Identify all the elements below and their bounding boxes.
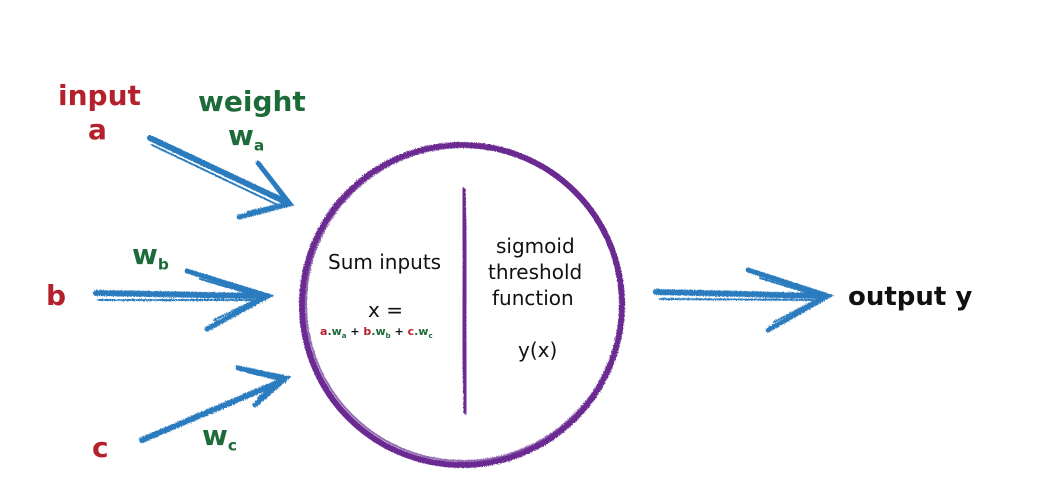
- weight-heading: weight: [198, 85, 306, 118]
- weight-b-label: wb: [132, 241, 169, 273]
- formula-a: a: [320, 325, 328, 338]
- arrow-input-a: [147, 135, 295, 220]
- weight-b-letter: w: [132, 238, 158, 271]
- formula-wa: .w: [327, 325, 342, 338]
- sum-inputs-title: Sum inputs: [328, 250, 442, 274]
- sigmoid-line-1: sigmoid: [496, 234, 575, 258]
- formula-c: c: [407, 325, 415, 338]
- weight-c-subscript: c: [227, 436, 237, 455]
- formula-sub-a: a: [341, 332, 347, 340]
- formula-wc: .w: [414, 325, 429, 338]
- weight-c-letter: w: [202, 419, 228, 452]
- formula-wb: .w: [371, 325, 386, 338]
- formula-plus-2: +: [394, 325, 404, 338]
- sigmoid-line-3: function: [492, 286, 574, 310]
- formula-sub-c: c: [428, 332, 433, 340]
- weight-a-subscript: a: [253, 136, 265, 155]
- neuron-divider: [460, 187, 469, 415]
- formula-b: b: [363, 325, 372, 338]
- weight-a-letter: w: [228, 119, 254, 152]
- input-c-label: c: [92, 431, 109, 464]
- y-of-x: y(x): [518, 338, 558, 362]
- x-equals: x =: [368, 298, 403, 322]
- formula-sub-b: b: [385, 332, 391, 340]
- arrow-input-b: [93, 268, 275, 332]
- input-a-label: a: [88, 113, 107, 146]
- arrow-input-c: [139, 365, 292, 443]
- arrow-output: [653, 267, 835, 333]
- input-b-label: b: [46, 279, 67, 312]
- weight-a-label: wa: [228, 122, 264, 154]
- sigmoid-line-2: threshold: [488, 260, 583, 284]
- neuron-circle: [299, 142, 625, 468]
- input-heading: input: [58, 79, 141, 112]
- weight-c-label: wc: [202, 422, 237, 454]
- output-label: output y: [848, 282, 973, 312]
- weight-b-subscript: b: [157, 255, 169, 274]
- weighted-sum-formula: a.wa + b.wb + c.wc: [320, 326, 433, 340]
- formula-plus-1: +: [350, 325, 360, 338]
